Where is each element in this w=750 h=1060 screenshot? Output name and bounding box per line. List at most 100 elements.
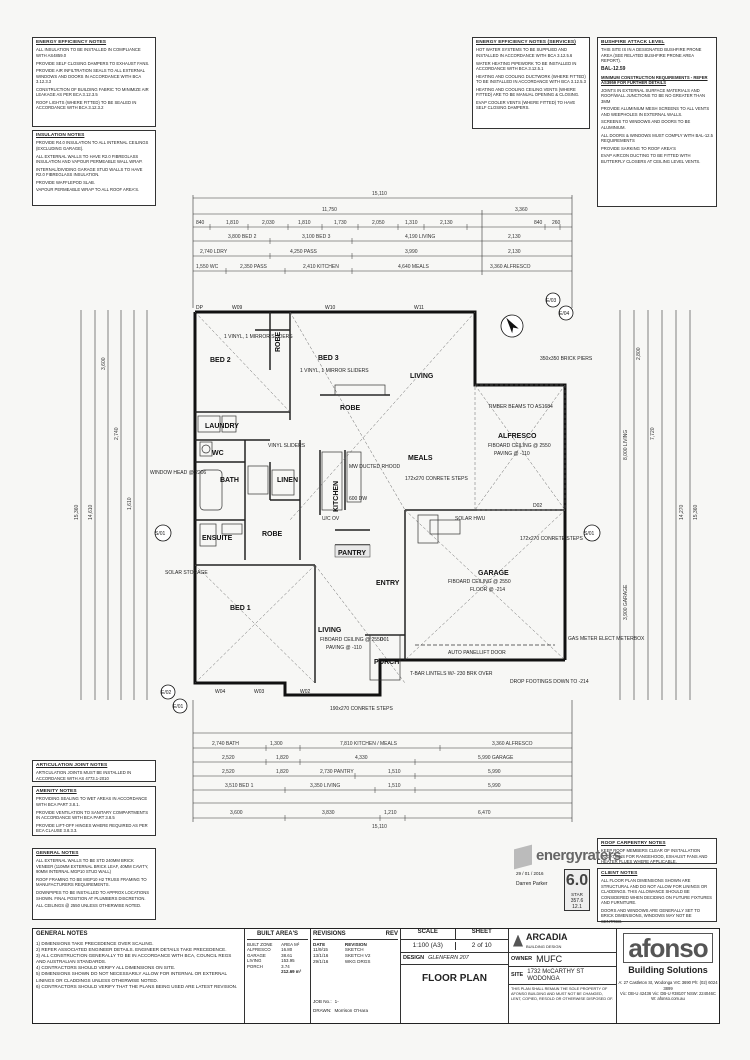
note-item: PROVIDE WAFFLEPOD SLAB. — [36, 179, 95, 185]
note-item: PROVIDE VENTILATION TO SANITARY COMPARTM… — [36, 809, 148, 821]
room-porch: PORCH — [374, 659, 399, 666]
tbar-lintels-label: T-BAR LINTELS W/- 230 BRK OVER — [410, 671, 493, 677]
areas-cell: GARAGE — [247, 952, 266, 958]
copyright-notice: THIS PLAN SHALL REMAIN THE SOLE PROPERTY… — [511, 987, 614, 1001]
dim-bottom-r2: 5,990 GARAGE — [478, 755, 514, 761]
note-item: PROVIDE AIR INFILTRATION SEALS TO ALL EX… — [36, 68, 145, 85]
general-build-notes: GENERAL NOTES ALL EXTERNAL WALLS TO BE S… — [32, 848, 156, 920]
site-value: 1732 McCARTHY ST WODONGA — [527, 968, 584, 982]
dim-right: 3,900 GARAGE — [623, 584, 629, 620]
areas-cell: AREA M² — [281, 941, 300, 947]
uc-ov-label: U/C OV — [322, 516, 340, 522]
areas-cell: LIVING — [247, 958, 262, 963]
room-meals: MEALS — [408, 455, 433, 462]
dim-top-r5: 4,250 PASS — [290, 249, 318, 255]
note-item: ALL EXTERNAL WALLS TO BE STD 240mm BRICK… — [36, 858, 149, 875]
areas-cell: PORCH — [247, 963, 263, 969]
note-item: DOORS AND WINDOWS ARE GENERALLY SET TO B… — [601, 907, 700, 924]
services-notes-title: ENERGY EFFICIENCY NOTES (SERVICES) — [476, 40, 576, 45]
dim-top-r5: 2,130 — [508, 249, 521, 255]
note-item: VAPOUR PERMEABLE WRAP TO ALL ROOF AREA'S… — [36, 187, 140, 193]
garage-floor-label: FLOOR @ -214 — [470, 587, 505, 593]
amenity-notes: AMENITY NOTES PROVIDING SEALING TO WET A… — [32, 786, 156, 836]
room-living-north: LIVING — [410, 373, 434, 380]
note-item: THIS SITE IS IN A DESIGNATED BUSHFIRE PR… — [601, 47, 702, 64]
plan-name: FLOOR PLAN — [422, 973, 487, 984]
timber-beams-label: TIMBER BEAMS TO AS1684 — [488, 404, 553, 410]
s01-right-label: S/01 — [584, 531, 595, 537]
dim-top-r3: 2,030 — [262, 220, 275, 226]
owner-site: ARCADIA BUILDING DESIGN OWNER MUFC SITE … — [509, 929, 617, 1023]
dim-bottom-r4: 5,990 — [488, 783, 501, 789]
note-item: WATER HEATING PIPEWORK TO BE INSTALLED I… — [476, 60, 577, 72]
window-w03: W03 — [254, 689, 265, 695]
drop-footings-label: DROP FOOTINGS DOWN TO -214 — [510, 679, 589, 685]
revision-cell: REVISION — [344, 941, 367, 947]
room-robe-bed1: ROBE — [262, 531, 283, 538]
note-item: PROVIDING SEALING TO WET AREAS IN ACCORD… — [36, 796, 148, 807]
dim-top-r3: 840 — [534, 220, 543, 226]
energy-notes-title: ENERGY EFFICIENCY NOTES — [36, 40, 107, 45]
room-ensuite: ENSUITE — [202, 535, 233, 542]
note-item: PROVIDE ALUMINIUM MESH SCREENS TO ALL VE… — [601, 106, 710, 117]
room-bed3: BED 3 — [318, 355, 339, 362]
dim-left: 3,600 — [101, 357, 107, 370]
design-value: GLENFERN 207 — [428, 955, 469, 962]
note-item: HOT WATER SYSTEMS TO BE SUPPLIED AND INS… — [476, 47, 573, 58]
energy-brand: energyraters — [536, 847, 621, 864]
bushfire-notes-title: BUSHFIRE ATTACK LEVEL — [601, 40, 665, 45]
dim-top-r4: 3,100 BED 3 — [302, 234, 331, 240]
areas-cell: 38.61 — [281, 952, 293, 958]
dim-top-r3: 2,130 — [440, 220, 453, 226]
design-label: DESIGN — [403, 955, 425, 962]
e02-label: E/02 — [161, 690, 172, 696]
sheet-value: 2 of 10 — [454, 941, 509, 951]
site-label: SITE — [511, 972, 524, 979]
arcadia-sub: BUILDING DESIGN — [526, 943, 562, 949]
dim-top-r3: 260 — [552, 220, 561, 226]
dim-top-r3: 1,810 — [298, 220, 311, 226]
note-item: JOINTS IN EXTERNAL SURFACE MATERIALS AND… — [601, 87, 706, 104]
insulation-notes: INSULATION NOTES PROVIDE R4.0 INSULATION… — [32, 130, 156, 206]
window-w10: W10 — [325, 305, 336, 311]
scale-sheet: SCALE SHEET 1:100 (A3) 2 of 10 DESIGN GL… — [401, 929, 509, 1023]
note-item: ALL EXTERNAL WALLS TO HAVE R2.0 FIBREGLA… — [36, 153, 143, 165]
arcadia-logo-icon — [513, 934, 523, 947]
elevation-marker-e04 — [558, 305, 574, 321]
dim-bottom-r1: 2,740 BATH — [212, 741, 239, 747]
drawn-label: DRAWN: — [313, 1008, 332, 1013]
elevation-marker-e01 — [172, 698, 188, 714]
dim-bottom-r2: 1,820 — [276, 755, 289, 761]
window-w11: W11 — [414, 305, 424, 311]
client-notes: CLIENT NOTES ALL FLOOR PLAN DIMENSIONS S… — [597, 868, 717, 924]
general-notes-title: GENERAL NOTES — [36, 931, 88, 937]
dim-top-r5: 2,740 LDRY — [200, 249, 228, 255]
energy-mj2: 12.1 — [572, 903, 582, 910]
note-item: ALL DOORS & WINDOWS MUST COMPLY WITH BAL… — [601, 132, 713, 143]
room-linen: LINEN — [277, 477, 298, 484]
note-item: PROVIDE R4.0 INSULATION TO ALL INTERNAL … — [36, 140, 149, 151]
dim-bottom-r2: 4,330 — [355, 755, 368, 761]
gas-meter-label: GAS METER ELECT METERBOX — [568, 636, 645, 642]
dim-right: 14,270 — [679, 504, 685, 520]
elevation-marker-e02 — [160, 684, 176, 700]
auto-door-label: AUTO PANELLIFT DOOR — [448, 650, 506, 656]
star-rating-box: 6.0 STAR 357.6 12.1 — [564, 869, 590, 911]
revision-cell: 11/9/15 — [313, 947, 328, 953]
door-d02: D02 — [533, 503, 542, 509]
dim-top-r6: 3,360 ALFRESCO — [490, 264, 531, 270]
note-item: KEEP ROOF MEMBERS CLEAR OF INSTALLATION … — [601, 848, 708, 865]
note-item: ARTICULATION JOINTS MUST BE INSTALLED IN… — [36, 770, 132, 781]
revision-cell: WKG DRGS — [344, 958, 371, 964]
window-head-label: WINDOW HEAD @ 2206 — [150, 470, 206, 476]
dim-top-r3: 2,050 — [372, 220, 385, 226]
arcadia-name: ARCADIA — [526, 932, 568, 943]
vinyl-sliders-label: VINYL SLIDERS — [268, 443, 306, 449]
section-marker-s01-left — [154, 524, 172, 542]
dim-top-house: 11,750 — [322, 207, 337, 213]
dim-top-r6: 1,550 WC — [196, 264, 219, 270]
